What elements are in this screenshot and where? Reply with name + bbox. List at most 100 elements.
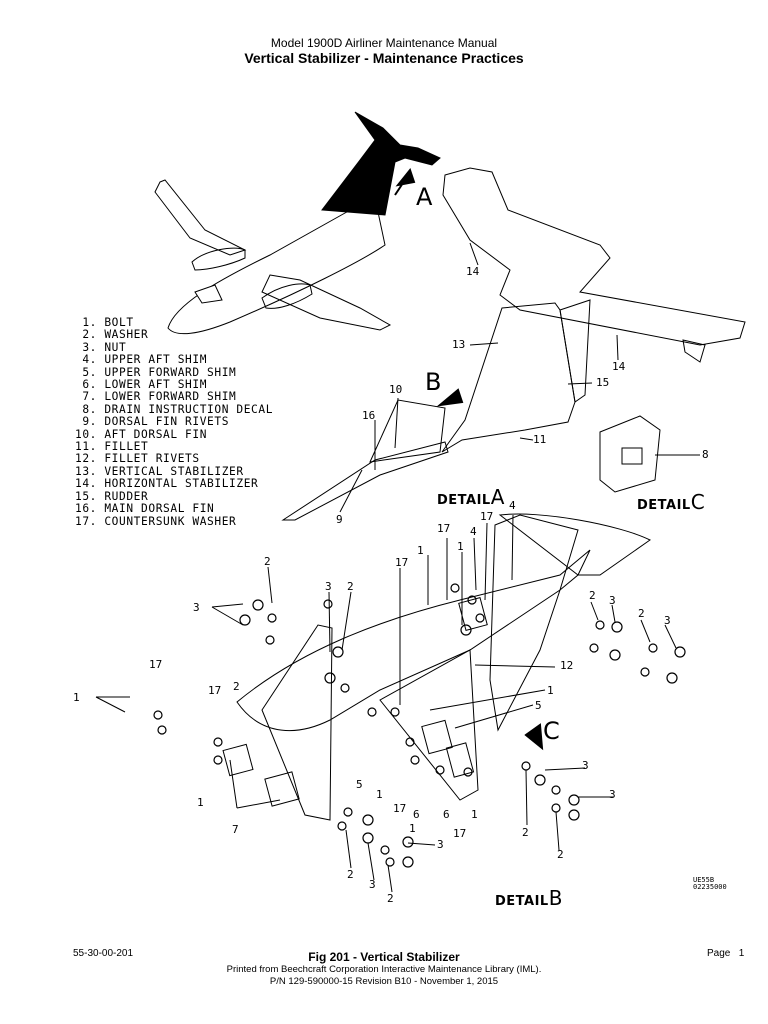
legend-item: 17. COUNTERSUNK WASHER — [75, 514, 237, 528]
aircraft-engine-left — [191, 247, 246, 271]
aircraft-cockpit — [194, 284, 223, 304]
callout-1: 1 — [457, 540, 464, 553]
callout-10: 10 — [389, 383, 403, 396]
rudder — [559, 299, 591, 403]
legend-item: 7. LOWER FORWARD SHIM — [75, 390, 237, 404]
drain-decal — [599, 415, 661, 493]
callout-2: 2 — [557, 848, 564, 861]
callout-1: 1 — [409, 822, 416, 835]
legend-item: 4. UPPER AFT SHIM — [75, 353, 208, 367]
callout-2: 2 — [347, 580, 354, 593]
callout-2: 2 — [522, 826, 529, 839]
callout-3: 3 — [325, 580, 332, 593]
callout-15: 15 — [596, 376, 610, 389]
aircraft-tail-highlight — [321, 111, 441, 216]
view-b-letter: B — [425, 368, 442, 396]
callout-17: 17 — [453, 827, 467, 840]
document-code: 55-30-00-201 — [73, 948, 134, 959]
shim-plate-2 — [264, 771, 300, 807]
callout-17: 17 — [208, 684, 222, 697]
legend-item: 12. FILLET RIVETS — [75, 452, 200, 466]
legend-item: 11. FILLET — [75, 440, 149, 454]
callout-9: 9 — [336, 513, 343, 526]
drawing-reference: UE55B 02235000 — [693, 876, 727, 891]
parts-legend: 1. BOLT 2. WASHER 3. NUT 4. UPPER AFT SH… — [75, 316, 274, 528]
callout-3: 3 — [609, 788, 616, 801]
callout-17: 17 — [149, 658, 163, 671]
horizontal-stabilizer — [442, 167, 746, 346]
vertical-stabilizer — [441, 302, 576, 453]
callout-2: 2 — [233, 680, 240, 693]
callout-2: 2 — [347, 868, 354, 881]
shim-plate-1 — [222, 743, 254, 777]
callout-16: 16 — [362, 409, 376, 422]
callout-12: 12 — [560, 659, 574, 672]
view-c-letter: C — [543, 717, 560, 745]
page-title: Vertical Stabilizer - Maintenance Practi… — [244, 50, 524, 66]
view-b-arrow — [436, 388, 464, 407]
callout-3: 3 — [609, 594, 616, 607]
callout-17: 17 — [393, 802, 407, 815]
detail-c-label: DETAILC — [637, 490, 706, 514]
callout-1: 1 — [471, 808, 478, 821]
callout-1: 1 — [73, 691, 80, 704]
callout-7: 7 — [232, 823, 239, 836]
aircraft-overview — [154, 111, 441, 335]
callout-17: 17 — [437, 522, 451, 535]
legend-item: 2. WASHER — [75, 328, 149, 342]
shim-plate-4 — [445, 742, 475, 778]
main-dorsal-fin — [281, 441, 449, 521]
page-number: Page 1 — [707, 948, 745, 959]
decal-window — [621, 447, 643, 465]
aircraft-engine-right — [261, 283, 313, 309]
callout-2: 2 — [589, 589, 596, 602]
legend-item: 9. DORSAL FIN RIVETS — [75, 415, 230, 429]
part-number-revision: P/N 129-590000-15 Revision B10 - Novembe… — [269, 976, 499, 987]
callout-3: 3 — [437, 838, 444, 851]
legend-item: 8. DRAIN INSTRUCTION DECAL — [75, 402, 274, 416]
legend-item: 1. BOLT — [75, 316, 134, 329]
callout-14: 14 — [466, 265, 480, 278]
callout-1: 1 — [376, 788, 383, 801]
aircraft-wing-left — [154, 179, 247, 256]
detail-a-label: DETAILA — [437, 485, 505, 509]
callout-2: 2 — [387, 892, 394, 905]
legend-item: 13. VERTICAL STABILIZER — [75, 464, 244, 478]
callout-1: 1 — [197, 796, 204, 809]
callout-3: 3 — [664, 614, 671, 627]
legend-item: 15. RUDDER — [75, 489, 149, 503]
callout-4: 4 — [509, 499, 516, 512]
aft-dorsal-fin — [369, 399, 446, 463]
manual-title: Model 1900D Airliner Maintenance Manual — [270, 36, 498, 50]
view-a-letter: A — [416, 183, 433, 211]
callout-5: 5 — [535, 699, 542, 712]
printed-from-note: Printed from Beechcraft Corporation Inte… — [226, 964, 542, 975]
fin-spar-left — [261, 624, 333, 821]
callout-2: 2 — [638, 607, 645, 620]
callout-3: 3 — [369, 878, 376, 891]
stabilizer-tip — [682, 339, 706, 363]
callout-1: 1 — [547, 684, 554, 697]
legend-item: 3. NUT — [75, 340, 127, 354]
aircraft-wing-right — [261, 274, 392, 331]
callout-4: 4 — [470, 525, 477, 538]
callout-2: 2 — [264, 555, 271, 568]
fuselage-fairing — [498, 513, 651, 576]
legend-item: 14. HORIZONTAL STABILIZER — [75, 477, 259, 491]
fin-upper-skin — [489, 514, 579, 732]
callout-3: 3 — [582, 759, 589, 772]
detail-b-label: DETAILB — [495, 886, 563, 910]
callout-3: 3 — [193, 601, 200, 614]
view-a-arrow — [394, 167, 416, 196]
fillet — [236, 549, 591, 731]
callout-13: 13 — [452, 338, 466, 351]
callout-17: 17 — [480, 510, 494, 523]
figure-caption: Fig 201 - Vertical Stabilizer — [308, 950, 460, 964]
legend-item: 10. AFT DORSAL FIN — [75, 427, 208, 441]
callout-5: 5 — [356, 778, 363, 791]
view-c-arrow — [524, 723, 544, 751]
shim-plate-3 — [421, 719, 453, 755]
callout-8: 8 — [702, 448, 709, 461]
callout-14: 14 — [612, 360, 626, 373]
callout-1: 1 — [417, 544, 424, 557]
